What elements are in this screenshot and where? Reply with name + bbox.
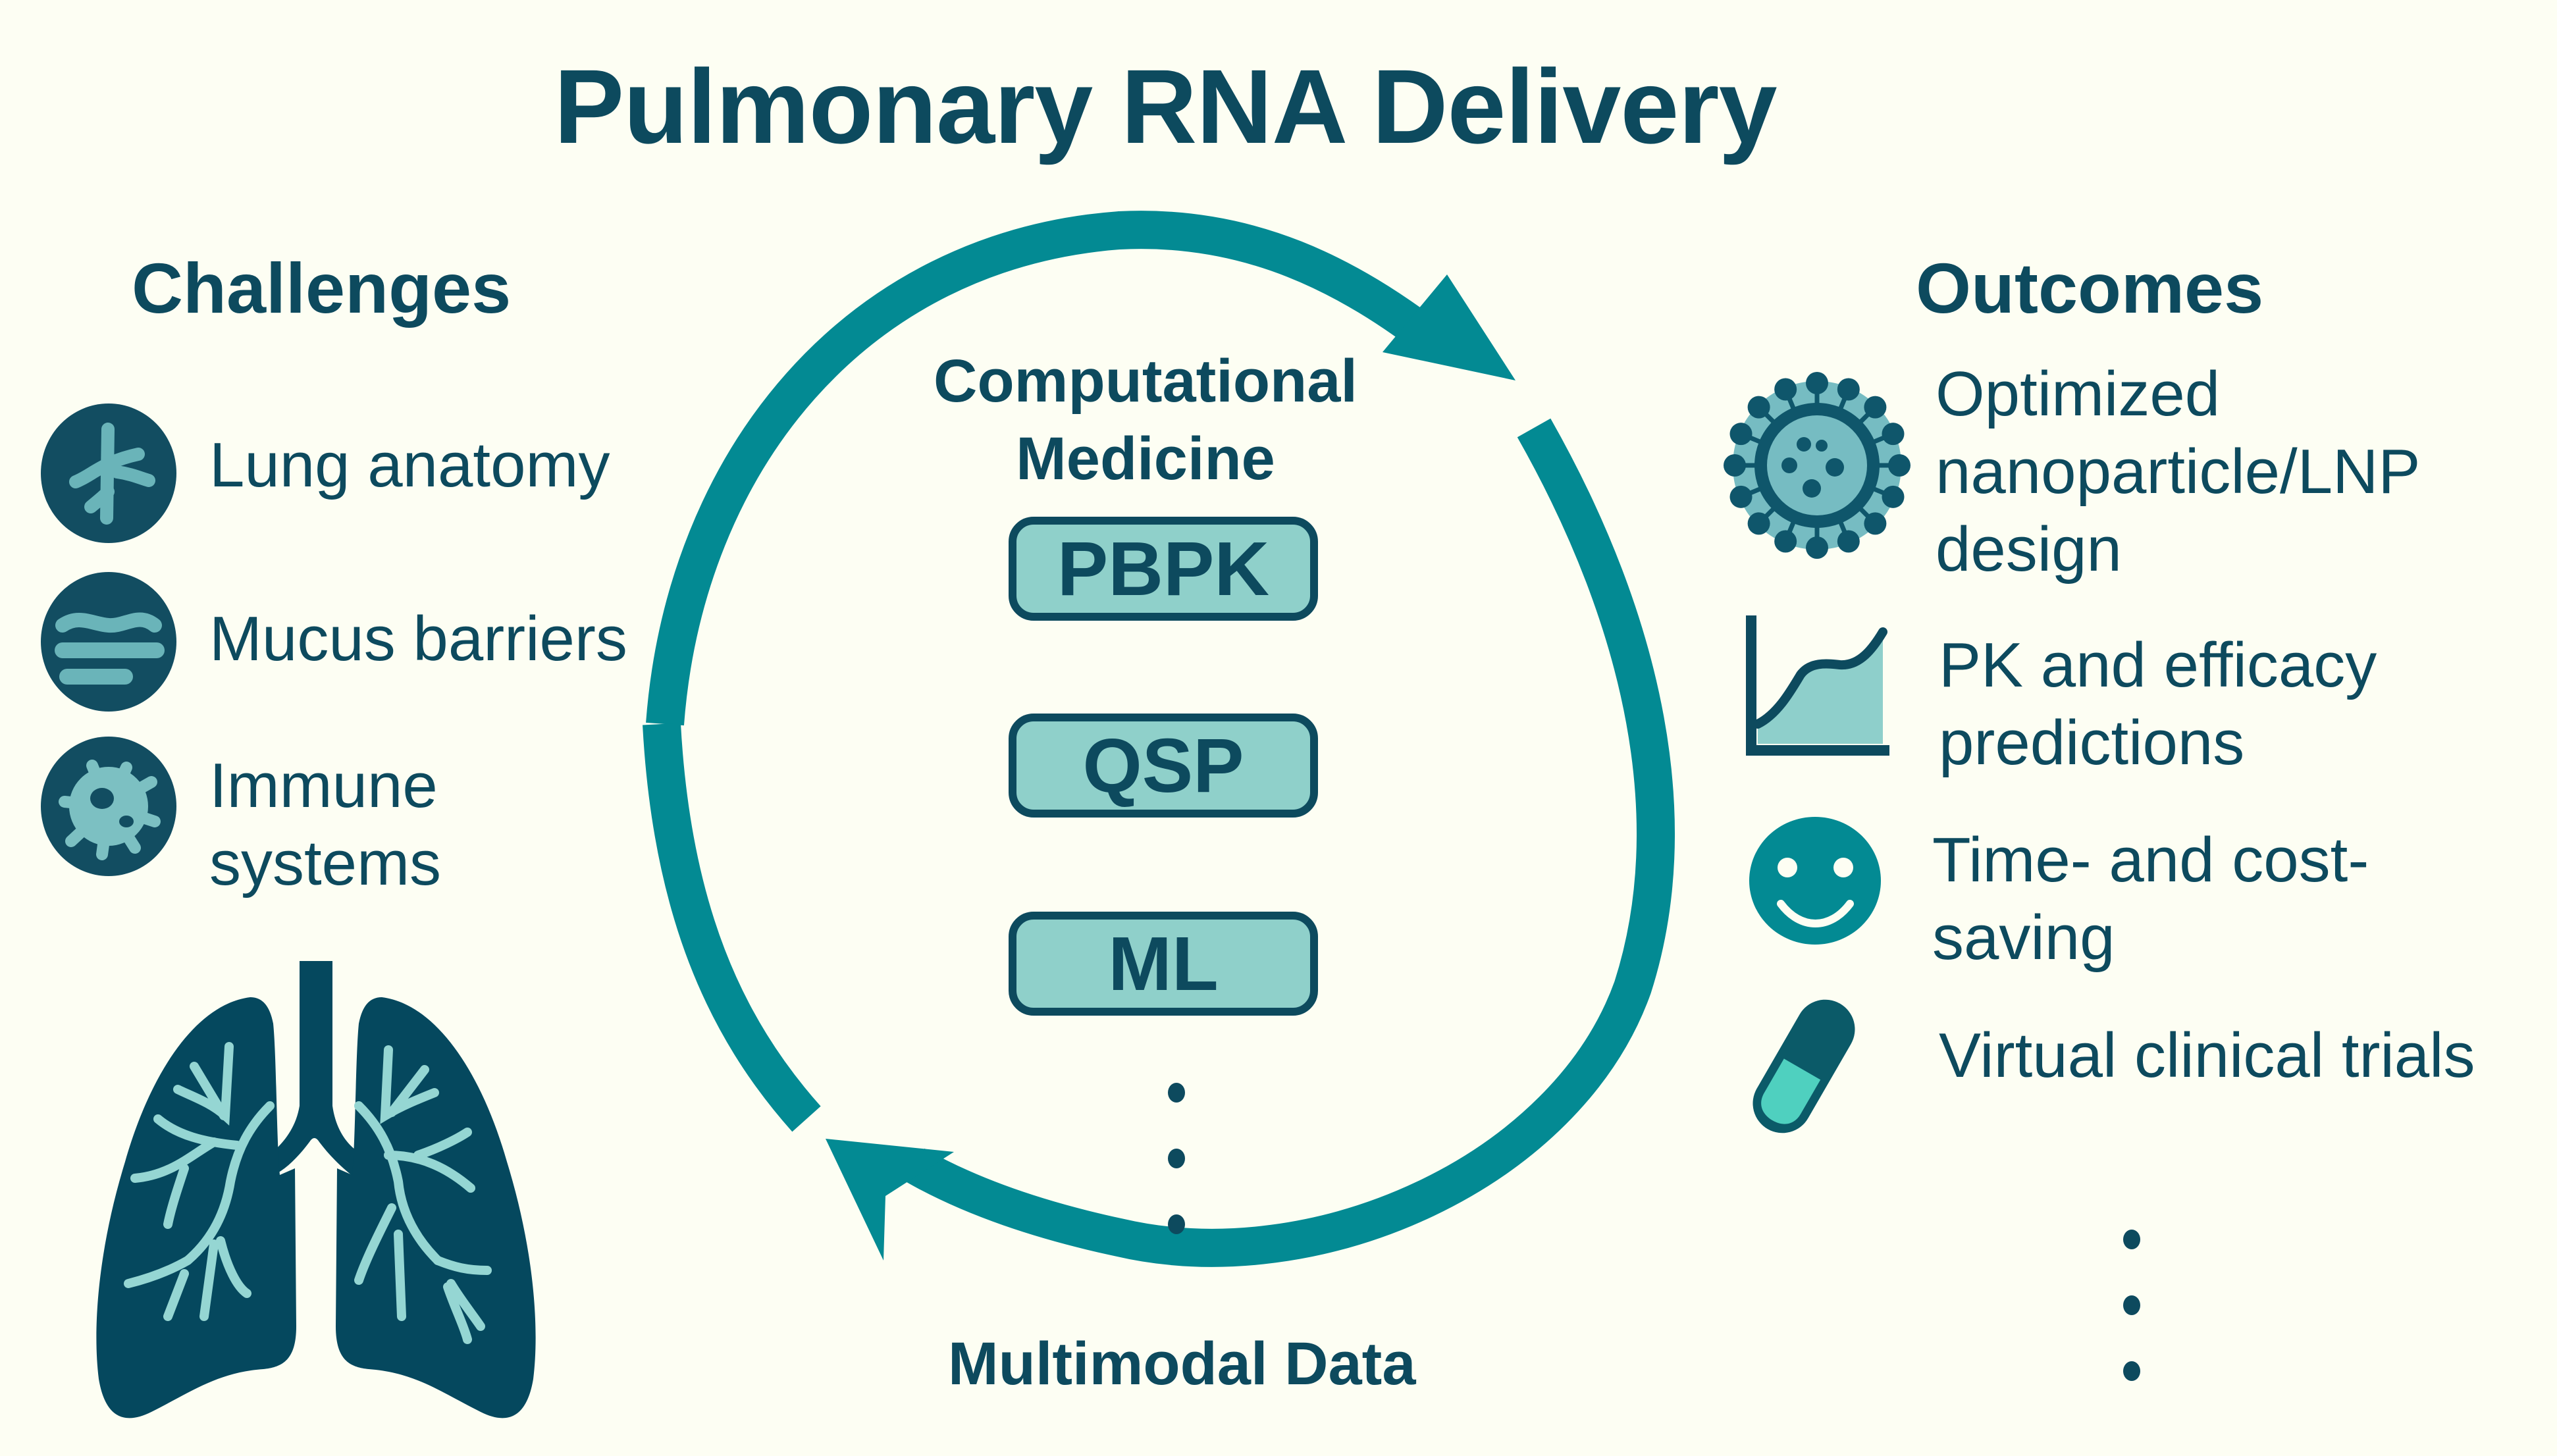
nanoparticle-spike-head — [1729, 423, 1753, 446]
nanoparticle-spike-head — [1806, 372, 1828, 394]
ellipsis-dot-outcomes — [2123, 1230, 2140, 1249]
capsule-pill-icon — [1738, 987, 1870, 1145]
method-box-ml: ML — [1009, 912, 1318, 1016]
smiley-face-icon — [1748, 815, 1883, 947]
cycle-arrow-bottom — [905, 418, 1675, 1267]
challenge-label-mucus-barriers: Mucus barriers — [209, 604, 627, 674]
center-title-line1: Computational — [934, 348, 1358, 415]
mucus-layers-icon — [40, 571, 178, 713]
nanoparticle-spike-head — [1729, 485, 1753, 508]
nanoparticle-spike-head — [1774, 530, 1797, 553]
nanoparticle-spike-head — [1864, 512, 1887, 535]
multimodal-data-label: Multimodal Data — [948, 1330, 1416, 1397]
nanoparticle-spike-head — [1806, 536, 1828, 559]
challenge-label-lung-anatomy: Lung anatomy — [209, 430, 610, 500]
outcome-label-savings-line1: Time- and cost- — [1932, 825, 2369, 895]
nanoparticle-spike-head — [1888, 454, 1911, 477]
ellipsis-dot-center — [1168, 1083, 1185, 1103]
ellipsis-dot-outcomes — [2123, 1295, 2140, 1315]
lungs-icon — [79, 958, 553, 1445]
airway-branch-icon — [40, 403, 178, 544]
challenge-label-immune-line2: systems — [209, 828, 442, 898]
nanoparticle-spike-head — [1837, 530, 1860, 553]
outcome-label-pk-line1: PK and efficacy — [1939, 630, 2377, 700]
cycle-arrow-top — [646, 211, 1447, 726]
cycle-arrowhead-top — [1383, 274, 1516, 380]
outcome-label-pk-line2: predictions — [1939, 708, 2245, 778]
outcome-label-nanoparticle-line3: design — [1936, 514, 2122, 585]
page-title: Pulmonary RNA Delivery — [554, 47, 1777, 165]
nanoparticle-spike-head — [1747, 396, 1770, 419]
ellipsis-dot-center — [1168, 1149, 1185, 1168]
outcome-label-nanoparticle-line2: nanoparticle/LNP — [1936, 436, 2421, 507]
challenges-heading: Challenges — [132, 248, 512, 328]
immune-cell-icon — [40, 736, 178, 877]
nanoparticle-spike-head — [1864, 396, 1887, 419]
nanoparticle-spike-head — [1774, 378, 1797, 401]
outcomes-heading: Outcomes — [1916, 248, 2264, 328]
pk-curve-chart-icon — [1745, 612, 1896, 764]
method-box-qsp: QSP — [1009, 714, 1318, 818]
nanoparticle-spike-head — [1747, 512, 1770, 535]
method-box-pbpk: PBPK — [1009, 517, 1318, 621]
nanoparticle-spike-head — [1882, 485, 1905, 508]
nanoparticle-spike-head — [1724, 454, 1746, 477]
outcome-label-virtual-trials: Virtual clinical trials — [1939, 1020, 2475, 1091]
challenge-label-immune-line1: Immune — [209, 750, 438, 821]
cycle-arrowhead-bottom — [826, 1139, 954, 1261]
nanoparticle-spike-head — [1837, 378, 1860, 401]
cycle-arrow-left — [643, 723, 821, 1132]
outcome-label-nanoparticle-line1: Optimized — [1936, 359, 2221, 429]
center-title-line2: Medicine — [1016, 425, 1275, 492]
outcome-label-savings-line2: saving — [1932, 902, 2115, 973]
nanoparticle-spike-head — [1882, 423, 1905, 446]
nanoparticle-icon — [1722, 370, 1912, 561]
ellipsis-dot-center — [1168, 1214, 1185, 1234]
ellipsis-dot-outcomes — [2123, 1361, 2140, 1381]
